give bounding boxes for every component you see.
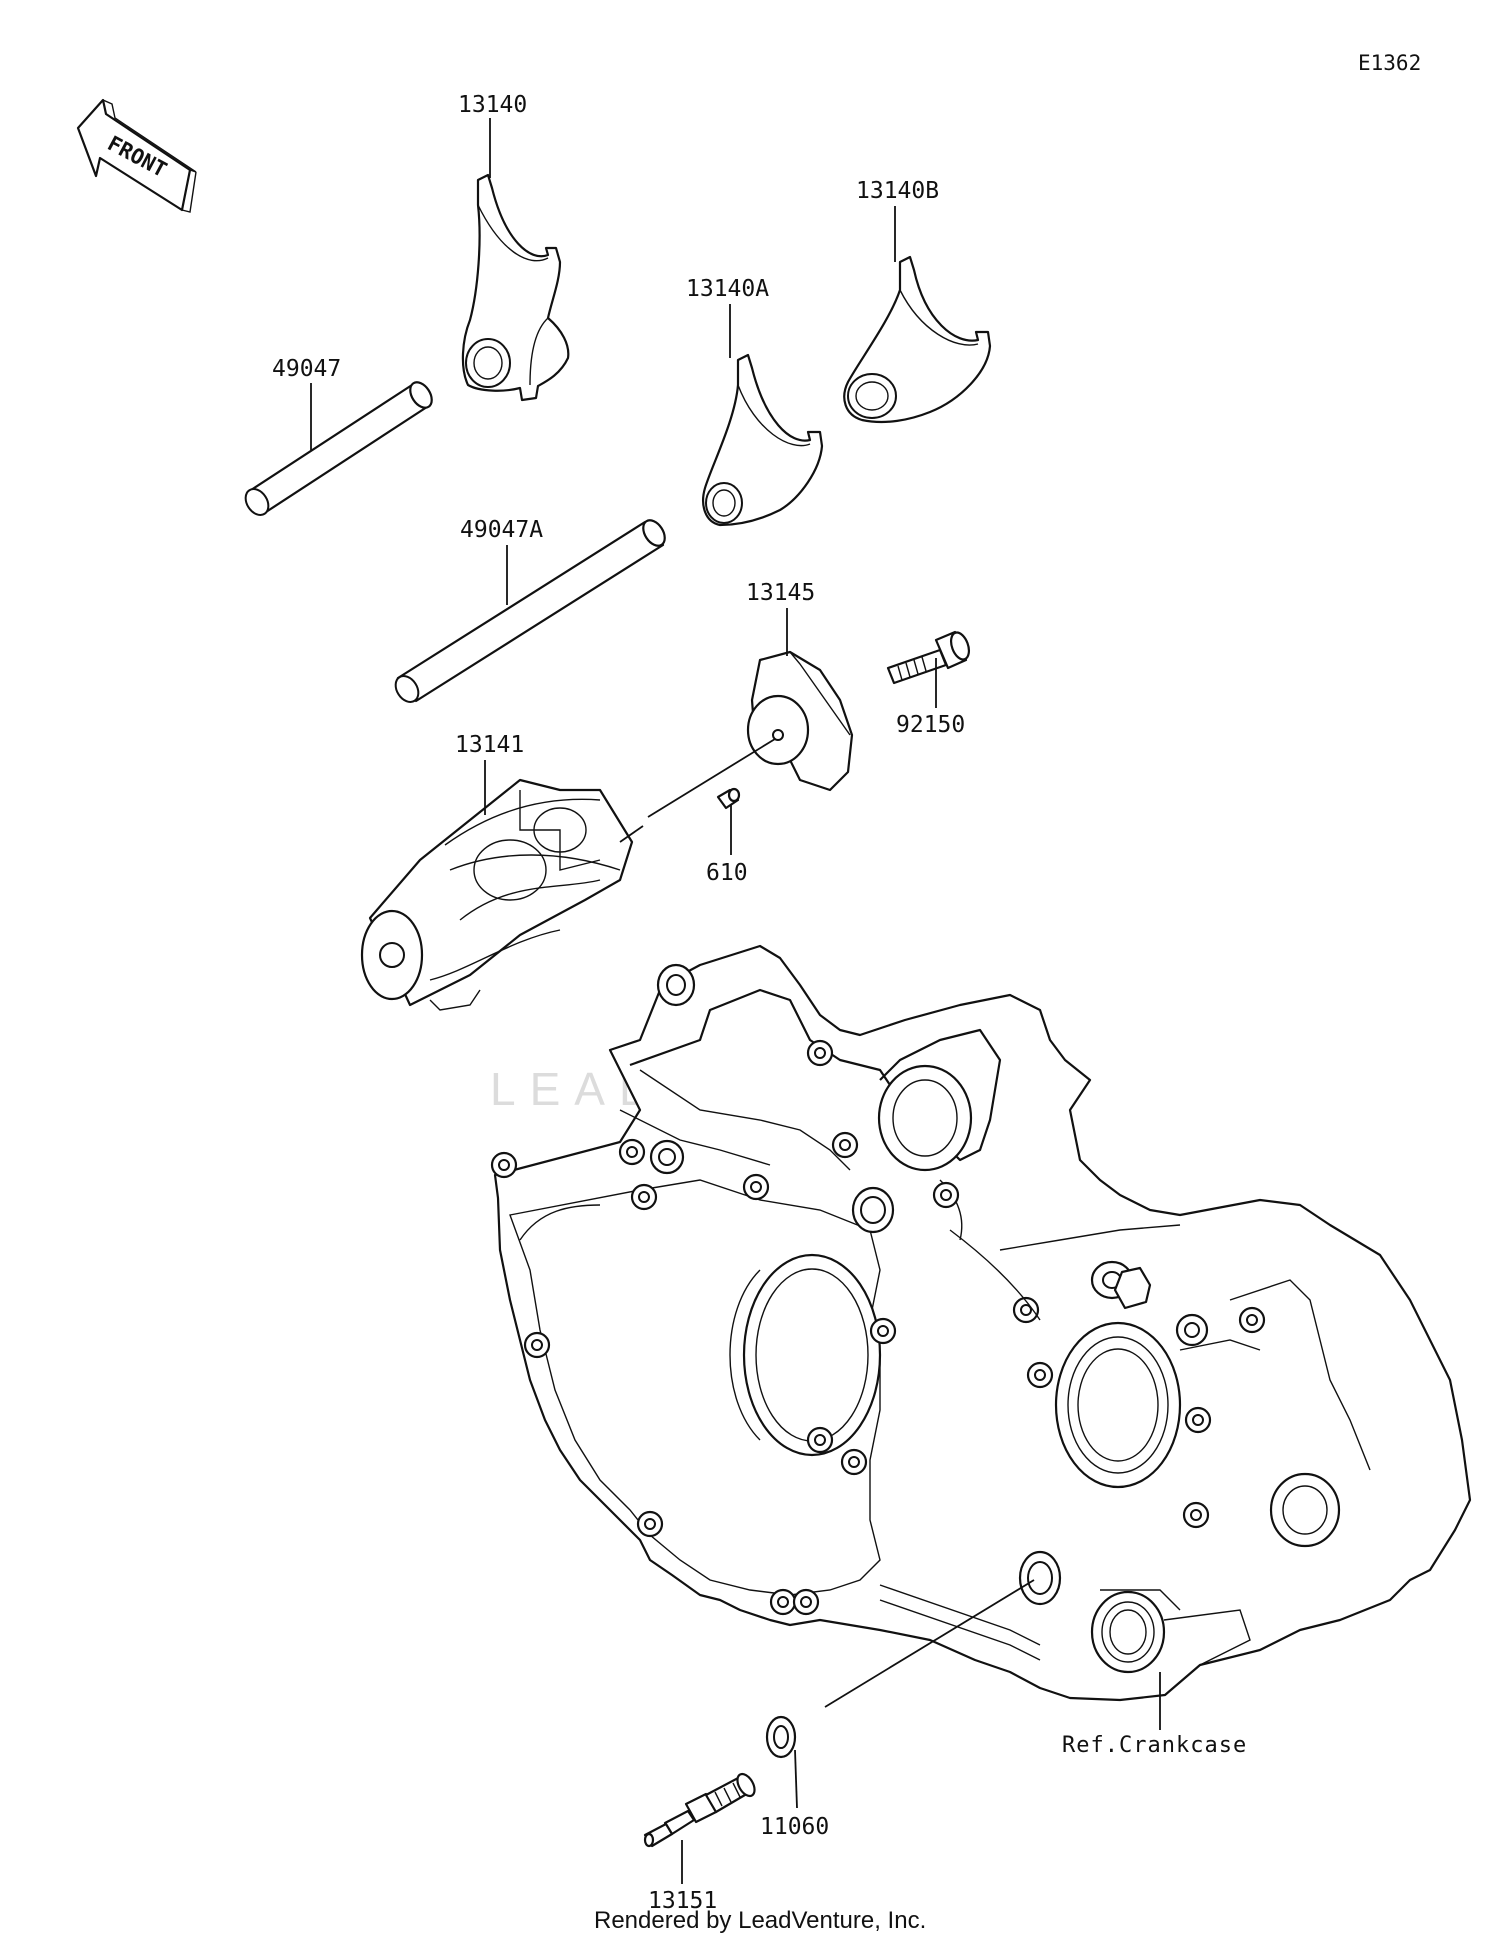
shaft-49047A [394, 519, 666, 703]
seal-case-ring [1018, 1550, 1062, 1606]
shift-drum-13141 [360, 778, 634, 1011]
label-49047[interactable]: 49047 [272, 356, 341, 382]
pin-610 [716, 787, 741, 810]
label-92150[interactable]: 92150 [896, 712, 965, 738]
shaft-49047 [244, 381, 433, 516]
label-610[interactable]: 610 [706, 860, 748, 886]
label-13140A[interactable]: 13140A [686, 276, 769, 302]
drum-stopper-13145 [746, 650, 854, 792]
label-13141[interactable]: 13141 [455, 732, 524, 758]
shift-fork-13140A [702, 353, 824, 527]
neutral-switch-13151 [643, 1772, 756, 1848]
front-arrow-icon: FRONT [76, 98, 197, 213]
gasket-11060 [765, 1715, 797, 1759]
label-13140[interactable]: 13140 [458, 92, 527, 118]
diagram-code: E1362 [1358, 51, 1421, 75]
label-13140B[interactable]: 13140B [856, 178, 939, 204]
shift-fork-13140 [461, 173, 570, 402]
reference-crankcase-label[interactable]: Ref.Crankcase [1062, 1733, 1247, 1758]
shift-fork-13140B [843, 255, 992, 424]
footer-credit: Rendered by LeadVenture, Inc. [594, 1907, 926, 1934]
label-13145[interactable]: 13145 [746, 580, 815, 606]
label-49047A[interactable]: 49047A [460, 517, 543, 543]
crankcase [490, 944, 1472, 1702]
label-11060[interactable]: 11060 [760, 1814, 829, 1840]
leader-lines [310, 118, 1161, 1884]
bolt-92150 [886, 630, 971, 685]
label-13151[interactable]: 13151 [648, 1888, 717, 1914]
